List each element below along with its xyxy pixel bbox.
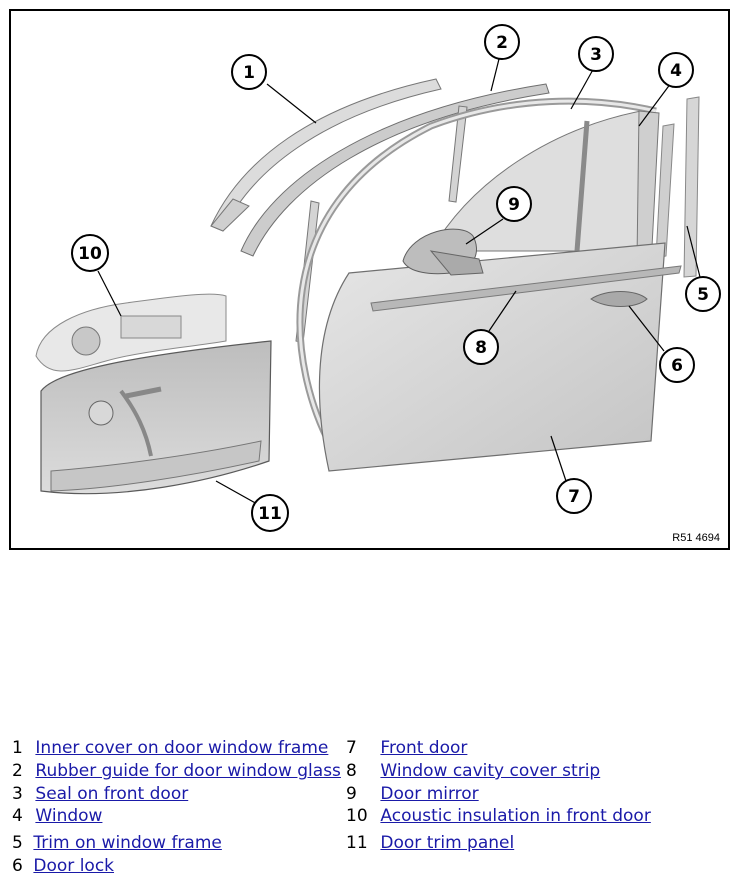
legend-number: 2 <box>12 761 23 781</box>
svg-text:6: 6 <box>671 356 683 376</box>
legend-number: 5 <box>12 833 23 853</box>
svg-text:7: 7 <box>568 487 580 507</box>
callout-4: 4 <box>658 52 694 88</box>
svg-text:1: 1 <box>243 63 255 83</box>
legend-item: 11 Door trim panel <box>346 833 514 853</box>
legend-item: 8 Window cavity cover strip <box>346 761 600 781</box>
legend-number: 1 <box>12 738 23 758</box>
frame-trim-part <box>655 96 700 278</box>
svg-text:9: 9 <box>508 195 520 215</box>
legend-number: 8 <box>346 761 357 781</box>
legend-item: 9 Door mirror <box>346 784 479 804</box>
legend-link-rubber-guide[interactable]: Rubber guide for door window glass <box>35 761 341 781</box>
callout-6: 6 <box>659 347 695 383</box>
legend-number: 10 <box>346 806 368 826</box>
svg-text:2: 2 <box>496 33 508 53</box>
legend-item: 10 Acoustic insulation in front door <box>346 806 651 826</box>
svg-text:8: 8 <box>475 338 487 358</box>
legend-link-door-mirror[interactable]: Door mirror <box>380 784 479 804</box>
legend-link-door-seal[interactable]: Seal on front door <box>35 784 189 804</box>
leader-lines <box>97 58 701 506</box>
callout-2: 2 <box>484 24 520 60</box>
front-door-part <box>318 242 682 472</box>
door-mirror-part <box>402 228 484 276</box>
legend-number: 9 <box>346 784 357 804</box>
door-trim-panel-part <box>40 340 272 495</box>
svg-text:4: 4 <box>670 61 682 81</box>
legend-number: 6 <box>12 856 23 876</box>
legend-number: 3 <box>12 784 23 804</box>
legend-number: 4 <box>12 806 23 826</box>
svg-text:11: 11 <box>258 504 282 524</box>
svg-text:10: 10 <box>78 244 102 264</box>
legend-link-door-lock[interactable]: Door lock <box>33 856 115 876</box>
callout-8: 8 <box>463 329 499 365</box>
legend-number: 11 <box>346 833 368 853</box>
legend-link-window[interactable]: Window <box>35 806 103 826</box>
legend-link-frame-trim[interactable]: Trim on window frame <box>33 833 222 853</box>
inner-cover-part <box>210 78 442 232</box>
callout-10: 10 <box>71 234 109 272</box>
legend-item: 3 Seal on front door <box>12 784 188 804</box>
callout-5: 5 <box>685 276 721 312</box>
legend-item: 5 Trim on window frame <box>12 833 222 853</box>
legend-link-door-trim-panel[interactable]: Door trim panel <box>380 833 515 853</box>
legend-item: 1 Inner cover on door window frame <box>12 738 328 758</box>
diagram-illustration: 1 2 3 4 5 6 7 8 9 10 11 <box>35 24 721 532</box>
legend-item: 4 Window <box>12 806 102 826</box>
figure-reference-code: R51 4694 <box>672 532 720 544</box>
callout-7: 7 <box>556 478 592 514</box>
acoustic-insulation-part <box>35 293 227 372</box>
legend-link-cavity-strip[interactable]: Window cavity cover strip <box>380 761 601 781</box>
legend-link-front-door[interactable]: Front door <box>380 738 468 758</box>
callout-3: 3 <box>578 36 614 72</box>
callout-11: 11 <box>251 494 289 532</box>
svg-text:5: 5 <box>697 285 709 305</box>
callout-1: 1 <box>231 54 267 90</box>
parts-legend: 1 Inner cover on door window frame 2 Rub… <box>0 735 742 883</box>
door-seal-part <box>296 97 657 448</box>
legend-item: 6 Door lock <box>12 856 114 876</box>
legend-link-inner-cover[interactable]: Inner cover on door window frame <box>35 738 329 758</box>
legend-number: 7 <box>346 738 357 758</box>
legend-item: 2 Rubber guide for door window glass <box>12 761 341 781</box>
svg-text:3: 3 <box>590 45 602 65</box>
callout-9: 9 <box>496 186 532 222</box>
exploded-door-diagram: 1 2 3 4 5 6 7 8 9 10 11 R51 4694 <box>9 9 730 550</box>
legend-link-acoustic-insulation[interactable]: Acoustic insulation in front door <box>380 806 651 826</box>
legend-item: 7 Front door <box>346 738 467 758</box>
